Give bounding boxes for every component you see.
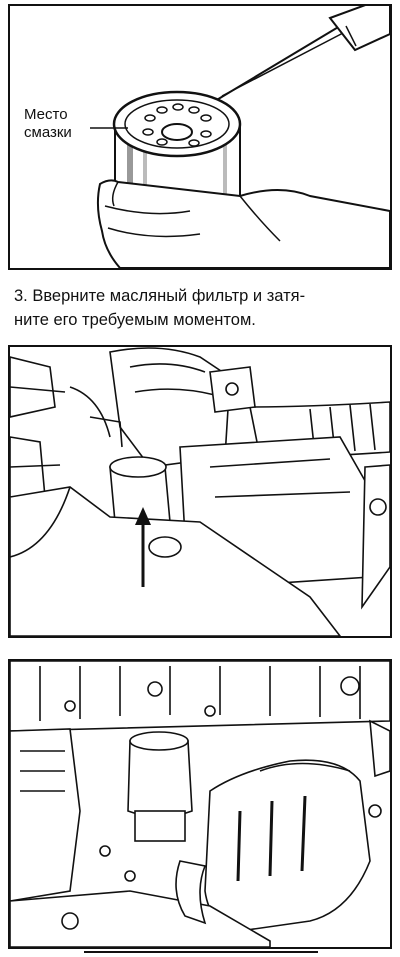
callout-line-1: Место xyxy=(24,106,68,123)
engine-underside-illustration xyxy=(10,661,390,947)
instruction-line-2: ните его требуемым моментом. xyxy=(14,311,256,329)
instruction-step-3: 3. Вверните масляный фильтр и затя- ните… xyxy=(14,284,390,332)
instruction-line-1: 3. Вверните масляный фильтр и затя- xyxy=(14,287,306,305)
callout-line-2: смазки xyxy=(24,124,72,141)
figure-oil-filter-lubrication: Место смазки xyxy=(8,4,392,270)
figure-engine-filter-location xyxy=(8,345,392,638)
bottom-rule xyxy=(84,951,318,953)
oil-filter-hand-illustration xyxy=(90,6,390,268)
lubrication-point-label: Место смазки xyxy=(24,106,72,142)
engine-bay-illustration xyxy=(10,347,390,636)
figure-engine-underside xyxy=(8,659,392,949)
